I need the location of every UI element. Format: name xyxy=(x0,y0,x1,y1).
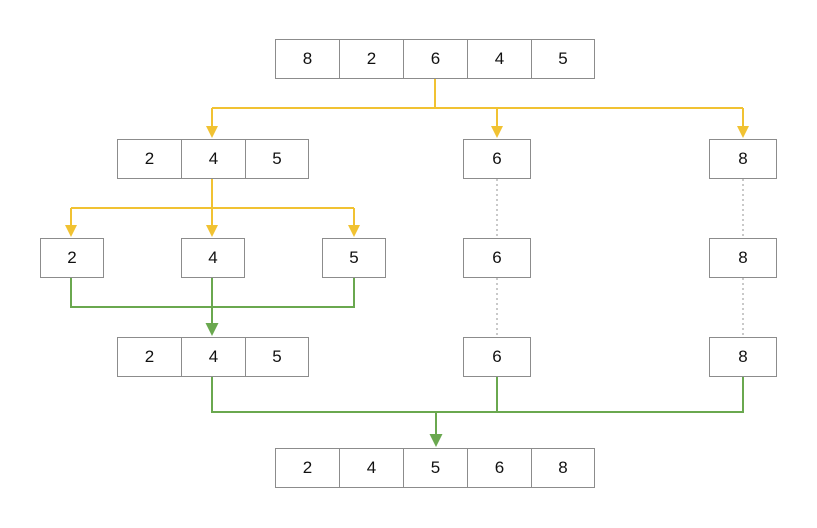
split-arrow-right-icon xyxy=(737,126,749,138)
leaf-cell-4: 4 xyxy=(181,238,245,278)
split2-arrow-right-icon xyxy=(348,225,360,237)
split-left-cell-2: 5 xyxy=(245,139,309,179)
input-cell-1: 2 xyxy=(339,39,404,79)
leaf-cell-6: 6 xyxy=(463,238,531,278)
merge2-bar-line xyxy=(211,377,744,413)
split2-arrow-mid-icon xyxy=(206,225,218,237)
merge1-arrow-icon xyxy=(205,323,219,336)
split-arrow-mid-icon xyxy=(491,126,503,138)
input-cell-3: 4 xyxy=(467,39,532,79)
split-arrow-left-icon xyxy=(206,126,218,138)
leaf-cell-2: 2 xyxy=(40,238,104,278)
output-cell-3: 6 xyxy=(467,448,532,488)
output-cell-4: 8 xyxy=(531,448,595,488)
input-cell-2: 6 xyxy=(403,39,468,79)
output-cell-2: 5 xyxy=(403,448,468,488)
split2-arrow-left-icon xyxy=(65,225,77,237)
output-cell-1: 4 xyxy=(339,448,404,488)
leaf-cell-5: 5 xyxy=(322,238,386,278)
leaf-cell-8: 8 xyxy=(709,238,777,278)
output-cell-0: 2 xyxy=(275,448,340,488)
merge2-arrow-icon xyxy=(429,434,443,447)
merged-right-cell: 8 xyxy=(709,337,777,377)
input-cell-4: 5 xyxy=(531,39,595,79)
merged-left-cell-0: 2 xyxy=(117,337,182,377)
merged-left-cell-2: 5 xyxy=(245,337,309,377)
merged-mid-cell: 6 xyxy=(463,337,531,377)
split-left-cell-1: 4 xyxy=(181,139,246,179)
input-cell-0: 8 xyxy=(275,39,340,79)
split-right-cell: 8 xyxy=(709,139,777,179)
split-mid-cell: 6 xyxy=(463,139,531,179)
merged-left-cell-1: 4 xyxy=(181,337,246,377)
split-left-cell-0: 2 xyxy=(117,139,182,179)
